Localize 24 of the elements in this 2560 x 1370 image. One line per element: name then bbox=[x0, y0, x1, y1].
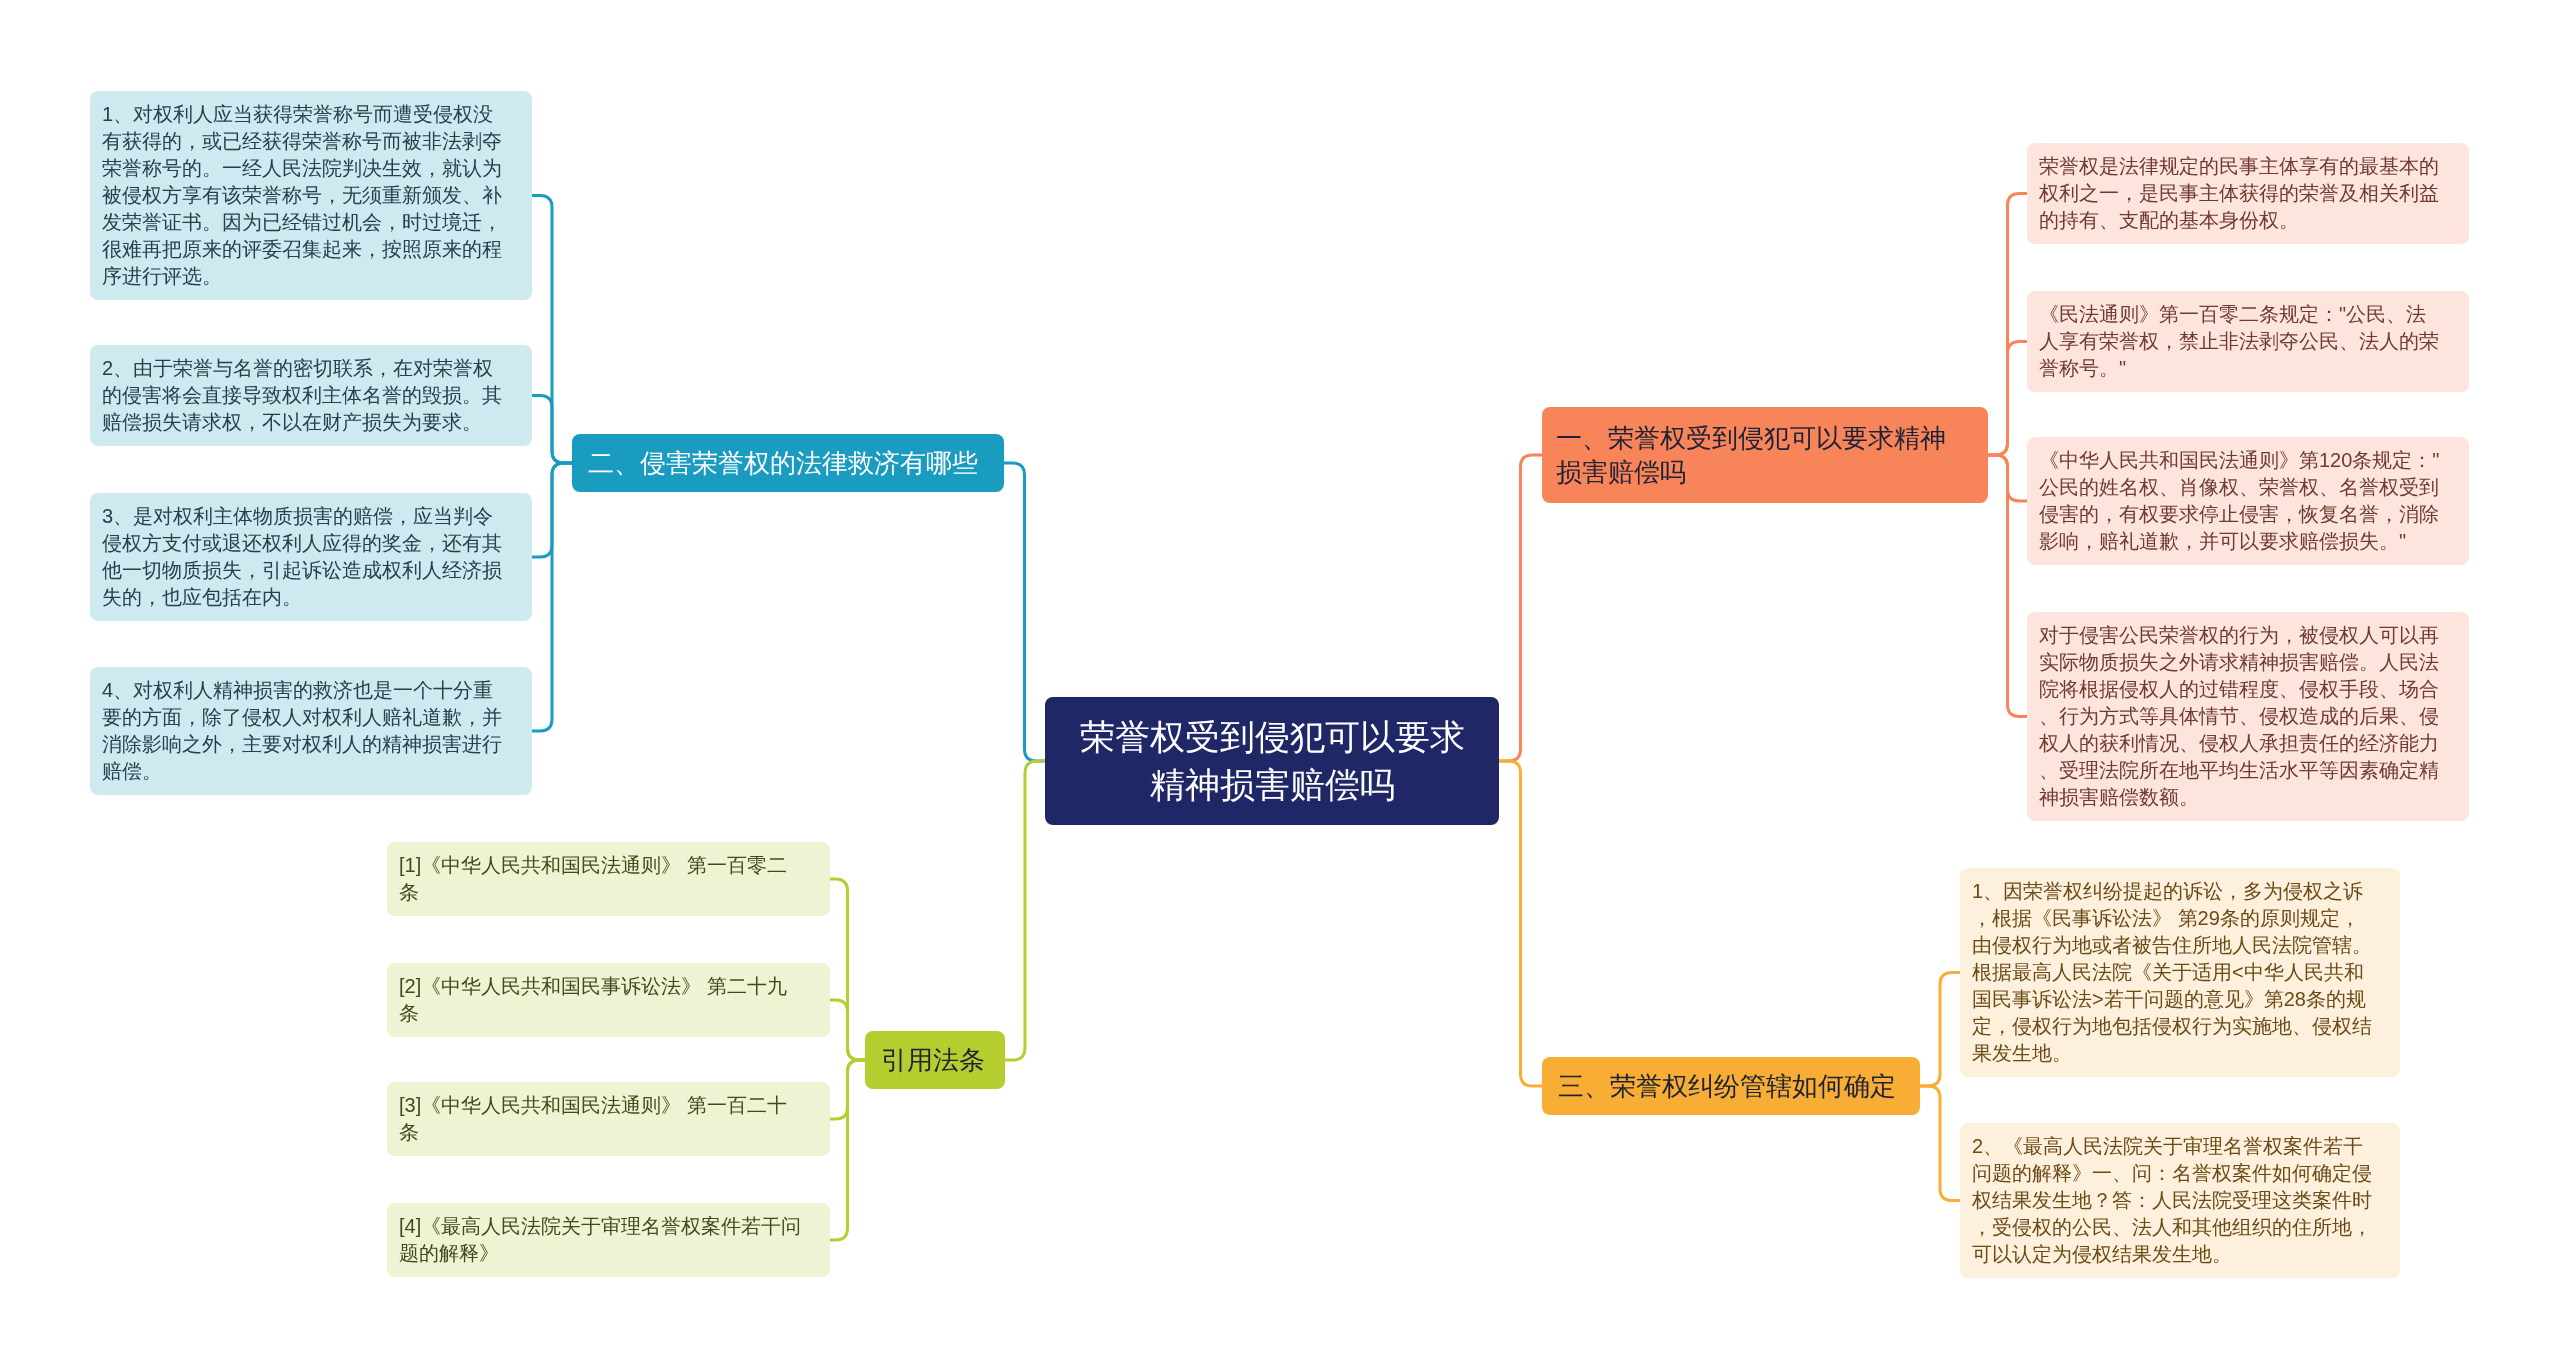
central-topic-box: 荣誉权受到侵犯可以要求精神损害赔偿吗 bbox=[1045, 697, 1499, 825]
subtopic-box: 对于侵害公民荣誉权的行为，被侵权人可以再实际物质损失之外请求精神损害赔偿。人民法院将根据侵权人的过错程度、侵权手段、场合、行为方式等具体情节、侵权造成的后果、侵权人的获利情况、侵权人承担责任的经济能力、受理法院所在地平均生活水平等因素确定精神损害赔偿数额。 bbox=[2027, 612, 2469, 821]
subtopic-box: 3、是对权利主体物质损害的赔偿，应当判令侵权方支付或退还权利人应得的奖金，还有其他一切物质损失，引起诉讼造成权利人经济损失的，也应包括在内。 bbox=[90, 493, 532, 621]
branch-topic-box: 引用法条 bbox=[865, 1031, 1005, 1089]
branch-topic-box: 三、荣誉权纠纷管辖如何确定 bbox=[1542, 1057, 1920, 1115]
subtopic-box: 2、《最高人民法院关于审理名誉权案件若干问题的解释》一、问：名誉权案件如何确定侵权结果发生地？答：人民法院受理这类案件时，受侵权的公民、法人和其他组织的住所地，可以认定为侵权结果发生地。 bbox=[1960, 1123, 2400, 1278]
branch-topic-box: 二、侵害荣誉权的法律救济有哪些 bbox=[572, 434, 1004, 492]
subtopic-box: [4]《最高人民法院关于审理名誉权案件若干问题的解释》 bbox=[387, 1203, 830, 1277]
subtopic-box: 1、对权利人应当获得荣誉称号而遭受侵权没有获得的，或已经获得荣誉称号而被非法剥夺荣誉称号的。一经人民法院判决生效，就认为被侵权方享有该荣誉称号，无须重新颁发、补发荣誉证书。因为已经错过机会，时过境迁，很难再把原来的评委召集起来，按照原来的程序进行评选。 bbox=[90, 91, 532, 300]
connector-line bbox=[1988, 453, 2027, 718]
subtopic-box: 荣誉权是法律规定的民事主体享有的最基本的权利之一，是民事主体获得的荣誉及相关利益的持有、支配的基本身份权。 bbox=[2027, 143, 2469, 244]
subtopic-box: [3]《中华人民共和国民法通则》 第一百二十条 bbox=[387, 1082, 830, 1156]
subtopic-box: 《中华人民共和国民法通则》第120条规定："公民的姓名权、肖像权、荣誉权、名誉权受到侵害的，有权要求停止侵害，恢复名誉，消除影响，赔礼道歉，并可以要求赔偿损失。" bbox=[2027, 437, 2469, 565]
subtopic-box: 4、对权利人精神损害的救济也是一个十分重要的方面，除了侵权人对权利人赔礼道歉，并消除影响之外，主要对权利人的精神损害进行赔偿。 bbox=[90, 667, 532, 795]
connector-line bbox=[1005, 759, 1045, 1062]
subtopic-box: 《民法通则》第一百零二条规定："公民、法人享有荣誉权，禁止非法剥夺公民、法人的荣誉称号。" bbox=[2027, 291, 2469, 392]
subtopic-box: [1]《中华人民共和国民法通则》 第一百零二条 bbox=[387, 842, 830, 916]
connector-line bbox=[1920, 1084, 1960, 1202]
subtopic-box: [2]《中华人民共和国民事诉讼法》 第二十九条 bbox=[387, 963, 830, 1037]
branch-topic-box: 一、荣誉权受到侵犯可以要求精神损害赔偿吗 bbox=[1542, 407, 1988, 503]
subtopic-box: 2、由于荣誉与名誉的密切联系，在对荣誉权的侵害将会直接导致权利主体名誉的毁损。其赔偿损失请求权，不以在财产损失为要求。 bbox=[90, 345, 532, 446]
connector-line bbox=[1499, 759, 1542, 1088]
subtopic-box: 1、因荣誉权纠纷提起的诉讼，多为侵权之诉，根据《民事诉讼法》 第29条的原则规定，由侵权行为地或者被告住所地人民法院管辖。根据最高人民法院《关于适用<中华人民共和国民事诉讼法>若干问题的意见》第28条的规定，侵权行为地包括侵权行为实施地、侵权结果发生地。 bbox=[1960, 868, 2400, 1077]
connector-line bbox=[532, 461, 572, 733]
